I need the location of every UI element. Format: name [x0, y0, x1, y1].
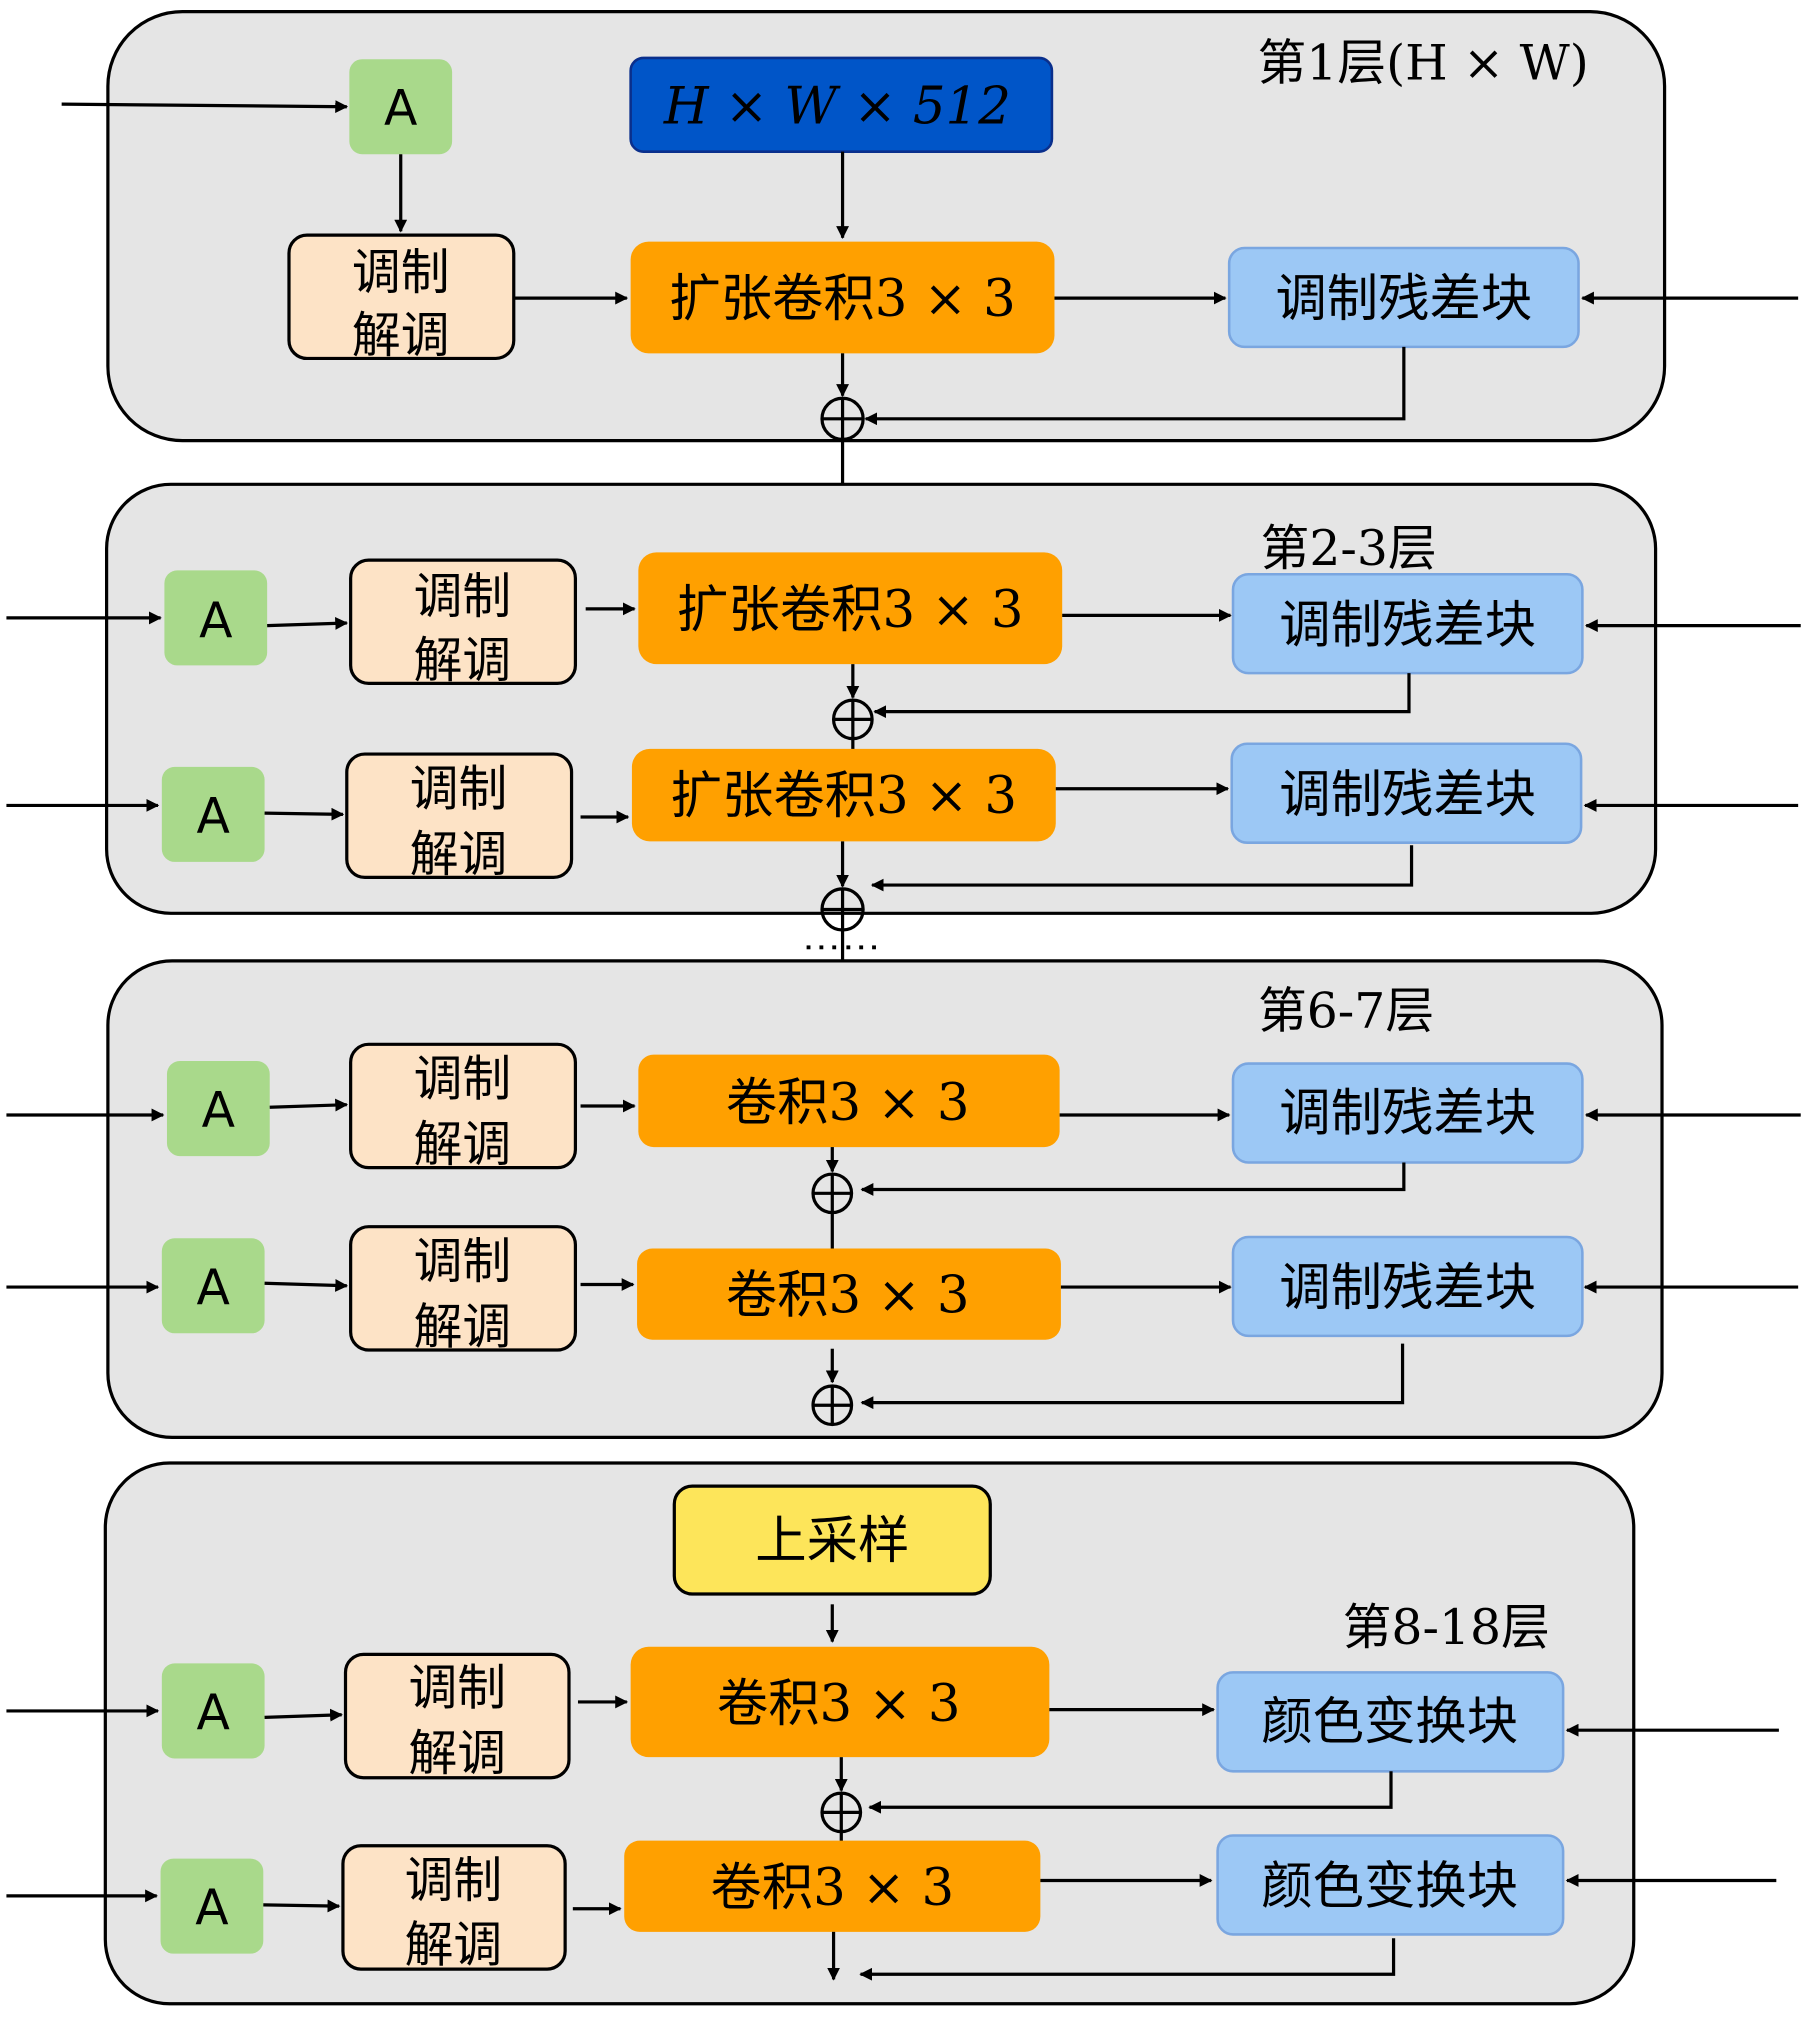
group-label: 第6-7层: [1258, 983, 1434, 1040]
affine-label: A: [197, 1259, 230, 1316]
color-transform-block[interactable]: [1216, 1834, 1565, 1936]
affine-block[interactable]: [349, 59, 453, 155]
modulation-block[interactable]: [345, 752, 574, 879]
modulated-residual-block[interactable]: [1231, 1062, 1584, 1164]
residual-label: 调制残差块: [1279, 1083, 1536, 1143]
modulation-block[interactable]: [343, 1652, 571, 1780]
modulation-label-1: 调制: [414, 1233, 512, 1290]
conv-label: 卷积3 × 3: [726, 1073, 970, 1133]
affine-block[interactable]: [161, 766, 265, 862]
modulation-label-1: 调制: [352, 244, 450, 301]
modulation-label-1: 调制: [405, 1852, 503, 1909]
sum-icon: [820, 1791, 863, 1834]
conv-block[interactable]: [637, 1248, 1061, 1340]
conv-label: 卷积3 × 3: [717, 1674, 961, 1734]
group-label: 第1层(H × W): [1257, 35, 1588, 92]
affine-block[interactable]: [161, 1238, 265, 1334]
layer-group-4: 第8-18层 上采样 A 调制 解调 卷积3 × 3 颜色变换块 A: [6, 1461, 1779, 2006]
affine-label: A: [195, 1879, 228, 1936]
modulation-label-2: 解调: [405, 1916, 503, 1973]
modulation-label-1: 调制: [410, 760, 508, 817]
modulation-block[interactable]: [349, 558, 578, 686]
input-tensor-label: H × W × 512: [663, 76, 1011, 136]
residual-return: [859, 1938, 1396, 1981]
conv-block[interactable]: [624, 1840, 1041, 1932]
sum-icon: [820, 887, 865, 932]
affine-label: A: [384, 80, 417, 137]
modulation-label-2: 解调: [352, 307, 450, 364]
affine-block[interactable]: [166, 1061, 270, 1157]
modulation-block[interactable]: [341, 1844, 567, 1971]
conv-label: 扩张卷积3 × 3: [671, 766, 1017, 826]
residual-return: [868, 1771, 1393, 1814]
layer-group-2: 第2-3层 A 调制 解调 扩张卷积3 × 3 调制残差块 A 调制 解调: [6, 482, 1801, 932]
sum-icon: [820, 396, 865, 441]
residual-return: [860, 1343, 1405, 1410]
conv-label: 卷积3 × 3: [710, 1858, 954, 1918]
connector: [264, 1279, 349, 1292]
conv-label: 卷积3 × 3: [726, 1266, 970, 1326]
modulation-label-1: 调制: [414, 568, 512, 625]
affine-label: A: [197, 787, 230, 844]
modulation-label-2: 解调: [414, 1116, 512, 1173]
sum-icon: [831, 698, 874, 741]
layer-group-1: 第1层(H × W) A 调制 解调 H × W × 512 扩张卷积3 × 3…: [61, 10, 1799, 544]
conv-block[interactable]: [630, 241, 1055, 354]
modulation-label-1: 调制: [408, 1660, 506, 1717]
residual-return: [870, 845, 1414, 892]
residual-label: 调制残差块: [1279, 765, 1536, 825]
conv-block[interactable]: [630, 1646, 1050, 1758]
residual-label: 调制残差块: [1279, 1258, 1536, 1318]
affine-label: A: [197, 1684, 230, 1741]
conv-block[interactable]: [631, 748, 1056, 842]
color-transform-label: 颜色变换块: [1261, 1692, 1518, 1752]
modulation-block[interactable]: [349, 1225, 578, 1352]
conv-label: 扩张卷积3 × 3: [677, 580, 1023, 640]
connector: [264, 1708, 343, 1722]
residual-return: [864, 346, 1406, 426]
affine-block[interactable]: [161, 1663, 265, 1759]
modulation-block[interactable]: [349, 1042, 578, 1170]
residual-return: [873, 673, 1411, 719]
conv-label: 扩张卷积3 × 3: [669, 269, 1015, 329]
layer-group-3: 第6-7层 A 调制 解调 卷积3 × 3 调制残差块 A 调制 解调: [6, 959, 1801, 1439]
affine-label: A: [202, 1082, 235, 1139]
affine-block[interactable]: [164, 570, 268, 666]
conv-block[interactable]: [638, 552, 1063, 665]
upsample-block[interactable]: [672, 1484, 992, 1596]
conv-block[interactable]: [638, 1054, 1060, 1148]
style-input-arrow: [61, 100, 349, 114]
group-label: 第2-3层: [1261, 520, 1437, 577]
color-transform-label: 颜色变换块: [1261, 1857, 1518, 1917]
residual-label: 调制残差块: [1279, 595, 1536, 655]
modulation-label-2: 解调: [408, 1725, 506, 1782]
connector: [267, 616, 349, 630]
affine-block[interactable]: [160, 1858, 264, 1954]
group-label: 第8-18层: [1343, 1599, 1550, 1656]
modulation-label-2: 解调: [410, 826, 508, 883]
affine-label: A: [199, 592, 232, 649]
modulation-label-2: 解调: [414, 1299, 512, 1356]
connector: [269, 1098, 349, 1112]
residual-return: [860, 1162, 1406, 1196]
modulation-label-2: 解调: [414, 632, 512, 689]
upsample-label: 上采样: [755, 1511, 909, 1571]
modulated-residual-block[interactable]: [1231, 1235, 1584, 1338]
ellipsis-dots: [806, 945, 876, 950]
residual-label: 调制残差块: [1275, 269, 1532, 329]
modulated-residual-block[interactable]: [1230, 742, 1583, 844]
modulation-label-1: 调制: [414, 1051, 512, 1108]
connector: [264, 807, 345, 821]
sum-icon: [811, 1384, 854, 1427]
connector: [263, 1899, 341, 1913]
input-tensor-block[interactable]: [629, 56, 1054, 153]
sum-icon: [811, 1172, 854, 1215]
